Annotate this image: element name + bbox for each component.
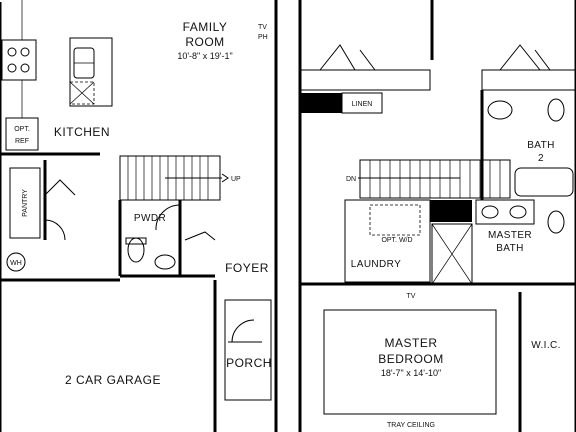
bifold-door (499, 44, 551, 71)
bath2-label: BATH (527, 140, 555, 151)
second-floor (298, 0, 576, 432)
family-room-label: FAMILY (183, 20, 228, 34)
toilet-icon (547, 210, 565, 234)
laundry-room (344, 199, 431, 283)
pantry-door-swing (44, 179, 76, 196)
sink-icon (481, 205, 499, 219)
sink-icon (154, 254, 176, 270)
stairs-down-label: DN (346, 176, 356, 183)
laundry-label: LAUNDRY (351, 259, 401, 270)
bath2-label-2: 2 (538, 153, 544, 164)
burner-icon (7, 47, 17, 57)
opt-wd-label: OPT. W/D (381, 237, 412, 244)
toilet-icon (547, 98, 565, 122)
burner-icon (7, 63, 17, 73)
tv-bedroom-label: TV (407, 293, 416, 300)
tray-ceiling-label: TRAY CEILING (387, 422, 435, 429)
tray-ceiling-outline (323, 309, 497, 415)
kitchen-label: KITCHEN (54, 125, 110, 139)
pantry-label: PANTRY (22, 189, 29, 217)
master-bath-label-2: BATH (496, 243, 524, 254)
double-vanity (475, 199, 535, 225)
stair-treads (369, 160, 501, 198)
linen-label: LINEN (352, 101, 373, 108)
opt-ref-label: OPT. (14, 126, 30, 133)
wall-block (430, 200, 472, 222)
ph-label: PH (258, 34, 268, 41)
foyer-label: FOYER (225, 261, 269, 275)
closet-north-right (481, 69, 576, 91)
first-floor (0, 0, 278, 432)
kitchen-island (69, 37, 113, 107)
master-bedroom-dimensions: 18'-7" x 14'-10" (381, 368, 441, 378)
opt-ref-label-2: REF (15, 138, 29, 145)
porch-door-arc (231, 319, 255, 343)
family-room-dimensions: 10'-8" x 19'-1" (177, 51, 232, 61)
bifold-door (319, 44, 376, 71)
pantry-door-arc (44, 219, 66, 241)
toilet-icon (127, 237, 145, 263)
tv-label: TV (258, 24, 267, 31)
sink-icon (487, 100, 513, 120)
stair-arrow-head (221, 173, 229, 183)
porch-label: PORCH (226, 356, 272, 370)
dishwasher-x (69, 81, 95, 105)
burner-icon (20, 63, 30, 73)
master-bedroom-label: MASTER (384, 336, 437, 350)
pantry-outline (9, 167, 41, 239)
water-heater-label: WH (10, 260, 22, 267)
bathtub-icon (514, 167, 574, 197)
dishwasher-outline (69, 81, 95, 105)
washer-dryer-outline (369, 204, 421, 236)
master-bedroom-label-2: BEDROOM (378, 352, 444, 366)
closet-north-left (299, 69, 431, 91)
family-room-label-2: ROOM (185, 35, 224, 49)
master-bath-label: MASTER (488, 230, 532, 241)
garage-label: 2 CAR GARAGE (65, 373, 161, 387)
powder-room-label: PWDR (134, 213, 166, 224)
cooktop-counter (1, 39, 37, 81)
shower-x (431, 223, 473, 285)
sink-icon (509, 205, 527, 219)
opt-ref-box (5, 117, 39, 151)
linen-wall-block (300, 93, 342, 113)
linen-closet (341, 92, 383, 114)
powder-door-arc (155, 204, 181, 231)
toilet-tank (125, 237, 147, 245)
water-heater-icon (6, 252, 26, 272)
second-floor-stairs (359, 159, 511, 199)
stairs-up-label: UP (231, 176, 241, 183)
burner-icon (20, 47, 30, 57)
porch-outline (224, 299, 272, 401)
walk-in-closet-label: W.I.C. (531, 340, 561, 351)
closet-door (184, 231, 216, 241)
